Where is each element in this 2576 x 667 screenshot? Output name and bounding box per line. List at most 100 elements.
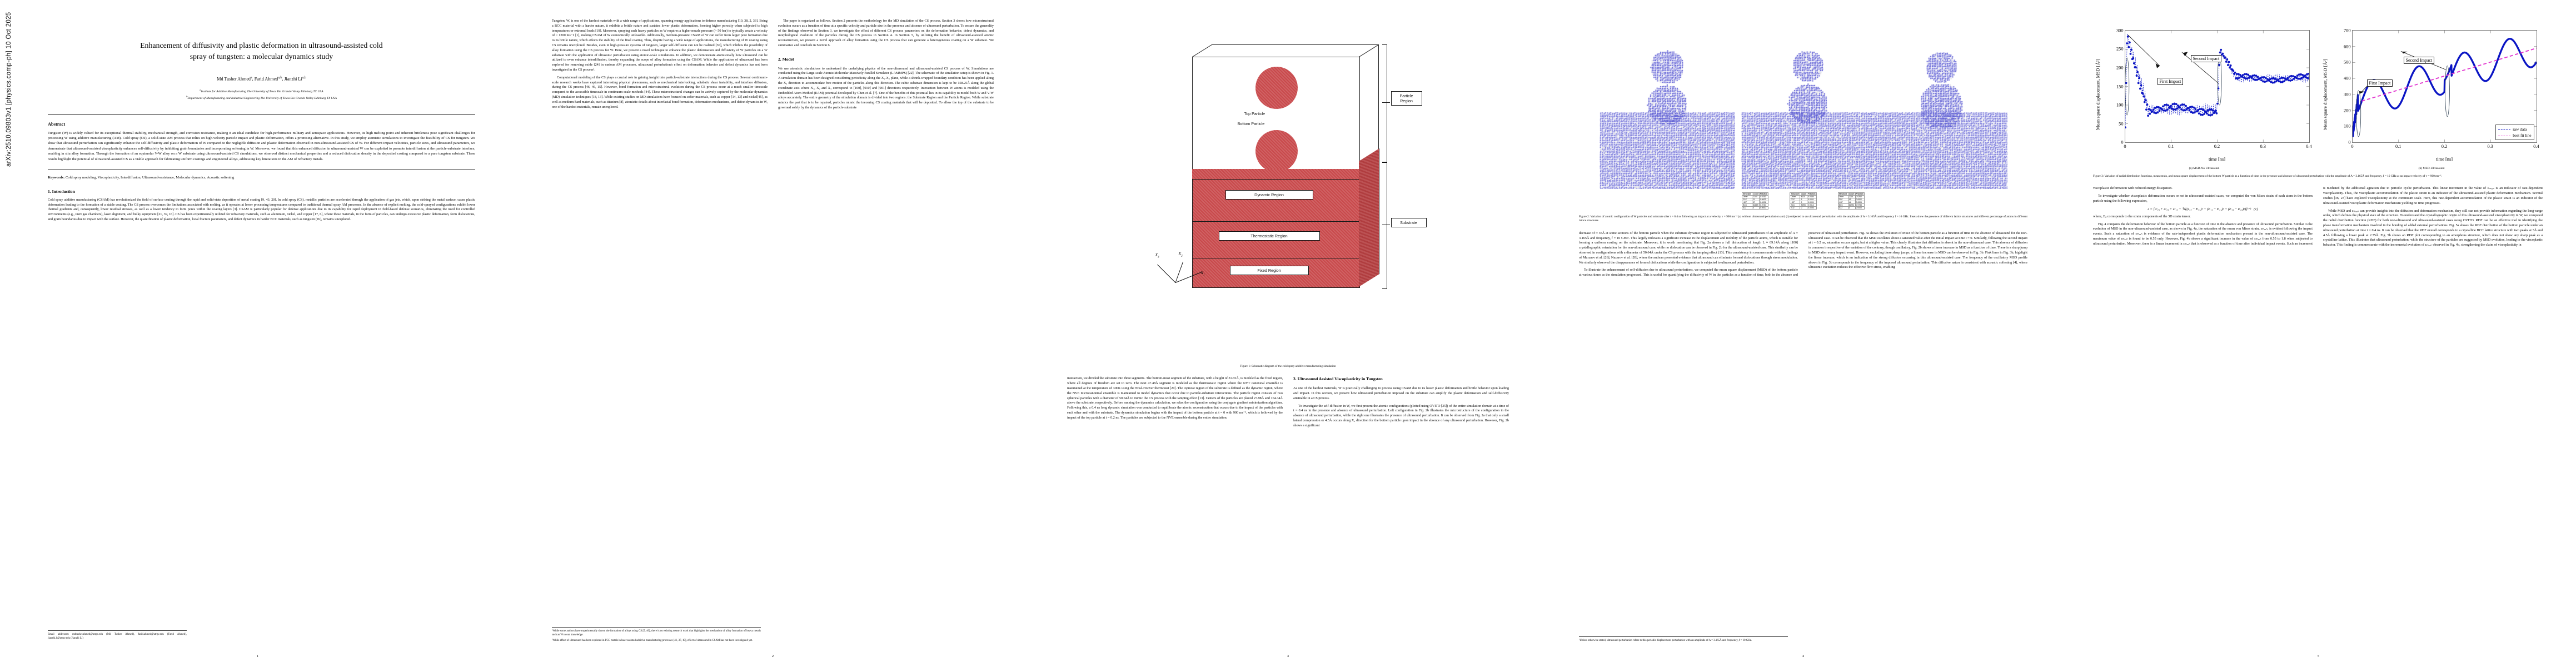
page-2-footnotes: ¹While some authors have experimentally … — [552, 627, 761, 645]
chart-a-y-title: Mean square displacement, MSD [Å²] — [2095, 58, 2100, 130]
dynamic-region-slab — [1192, 179, 1360, 222]
page2-footnote-1: ¹While some authors have experimentally … — [552, 630, 761, 637]
page5-paragraph-4: Fig. 4 compares the deformation behavior… — [2093, 186, 2543, 246]
author-3: , Jianzhi Li — [282, 76, 302, 82]
page4-paragraph-2: To illustrate the enhancement of self-di… — [1579, 231, 2027, 277]
affiliations: aInstitute for Additive Manufacturing Th… — [48, 88, 475, 101]
affil-a: Institute for Additive Manufacturing The… — [201, 90, 323, 94]
page-number-2: 2 — [771, 654, 774, 658]
page-3-columns: interaction, we divided the substrate in… — [1067, 376, 1509, 430]
page-2: Tungsten, W, is one of the hardest mater… — [515, 0, 1030, 667]
author-2-affil-mark: a,b — [278, 76, 282, 79]
top-particle-label: Top Particle — [1244, 111, 1265, 116]
figure-2-caption: Figure 2: Variation of atomic configurat… — [1579, 215, 2027, 223]
keywords-label: Keywords: — [48, 176, 65, 180]
page-number-3: 3 — [1287, 654, 1289, 658]
y-tick-label: 100 — [2343, 123, 2351, 129]
chart-a-x-title: time [ns] — [2208, 157, 2225, 162]
page-5-columns: viscoplastic deformation with reduced en… — [2093, 186, 2543, 248]
page5-paragraph-5: While MSD and εₘₑₐₙ can provide insights… — [2323, 208, 2543, 247]
page2-paragraph-3: The paper is organized as follows. Secti… — [778, 19, 994, 47]
page2-paragraph-2: Computational modeling of the CS plays a… — [552, 75, 768, 109]
page-1-footnote: Email addresses: mdtusher.ahmed@utrgv.ed… — [48, 630, 187, 643]
author-1-affil-mark: a — [250, 76, 252, 79]
page4-footnote-1: ²Unless otherwise stated, ultrasound per… — [1579, 639, 1752, 643]
substrate-side-face — [1358, 148, 1379, 287]
table-cell: 0 — [1847, 206, 1856, 210]
legend-item-raw-data: raw data — [2498, 126, 2531, 132]
x-tick-label: 0.4 — [2306, 144, 2312, 149]
affil-a-mark: a — [200, 88, 201, 92]
page5-paragraph-3: where, Eᵢⱼ corresponds to the strain com… — [2093, 214, 2191, 218]
dynamic-region-label: Dynamic Region — [1225, 190, 1313, 200]
y-tick-label: 300 — [2343, 92, 2351, 97]
md-snapshot-no-ultrasound — [1599, 50, 1735, 189]
figure-3-caption: Figure 3: Variation of radial distributi… — [2093, 175, 2443, 178]
axis-x3-label: X3 — [1155, 252, 1159, 259]
chart-msd-ultrasound: Mean square displacement, MSD [Å²] First… — [2322, 23, 2542, 165]
page-2-columns: Tungsten, W, is one of the hardest mater… — [552, 19, 994, 113]
page2-paragraph-4: We use atomistic simulations to understa… — [778, 66, 994, 109]
table-cell: 0.0000 — [1807, 206, 1817, 210]
author-3-affil-mark: a,b — [302, 76, 306, 79]
affil-b: Department of Manufacturing and Industri… — [187, 96, 337, 100]
y-tick-label: 50 — [2119, 121, 2124, 126]
y-tick-label: 400 — [2343, 76, 2351, 81]
author-2: , Farid Ahmed — [252, 76, 278, 82]
page-number-1: 1 — [256, 654, 259, 658]
perspective-edge-right — [1358, 44, 1379, 57]
atom-render-a — [1599, 50, 1735, 189]
page-4-columns: decrease of ≈ 35Å at some sections of th… — [1579, 231, 2027, 278]
page3-paragraph-1: interaction, we divided the substrate in… — [1067, 376, 1283, 420]
table-cell: 82869 — [1752, 203, 1760, 207]
table-header-cell: Count — [1752, 192, 1760, 196]
page-number-5: 5 — [2317, 654, 2320, 658]
page-5: Mean square displacement, MSD [Å²] First… — [2061, 0, 2576, 667]
page5-paragraph-1: viscoplastic deformation with reduced en… — [2093, 186, 2173, 191]
x-tick-label: 0.1 — [2168, 144, 2174, 149]
table-header-cell: Fraction — [1758, 192, 1769, 196]
page3-paragraph-3: To investigate the self-diffusion in W, … — [1293, 404, 1509, 427]
section-heading-viscoplasticity: 3. Ultrasound Assisted Viscoplasticity i… — [1293, 376, 1383, 382]
y-tick-label: 250 — [2116, 46, 2124, 52]
intro-paragraph-1: Cold spray additive manufacturing (CSAM)… — [48, 197, 475, 222]
legend-item-best-fit: best fit line — [2498, 132, 2532, 138]
introduction-body: Cold spray additive manufacturing (CSAM)… — [48, 198, 475, 222]
x-tick-label: 0.4 — [2533, 144, 2539, 149]
x-tick-label: 0.3 — [2487, 144, 2493, 149]
page3-paragraph-2: As one of the hardest materials, W is pr… — [1293, 386, 1509, 400]
chart-a-annotation-first-impact: First Impact — [2157, 78, 2184, 85]
page2-paragraph-1: Tungsten, W, is one of the hardest mater… — [552, 19, 768, 72]
y-tick-label: 200 — [2343, 108, 2351, 113]
y-tick-label: 0 — [2348, 140, 2351, 145]
box-back-right-edge — [1378, 44, 1379, 178]
y-tick-label: 0 — [2121, 140, 2124, 145]
bottom-particle-sphere — [1255, 130, 1298, 172]
substrate-callout: Substrate — [1391, 218, 1427, 227]
substrate-top-surface — [1192, 169, 1359, 179]
x-tick-label: 0.3 — [2260, 144, 2266, 149]
y-tick-label: 200 — [2116, 65, 2124, 71]
affil-b-mark: b — [186, 94, 188, 98]
page-4-footnote: ²Unless otherwise stated, ultrasound per… — [1579, 636, 1788, 645]
table-header-cell: Structure — [1790, 192, 1801, 196]
table-cell: 0.0000 — [1855, 206, 1865, 210]
keywords: Keywords: Cold spray modeling, Viscoplas… — [48, 175, 475, 180]
y-tick-label: 150 — [2116, 84, 2124, 89]
chart-a-wrapper: Mean square displacement, MSD [Å²] First… — [2095, 23, 2314, 171]
chart-msd-no-ultrasound: Mean square displacement, MSD [Å²] First… — [2095, 23, 2314, 165]
arxiv-stamp: arXiv:2510.09803v1 [physics.comp-ph] 10 … — [6, 12, 12, 167]
table-cell: 80951 — [1800, 203, 1808, 207]
